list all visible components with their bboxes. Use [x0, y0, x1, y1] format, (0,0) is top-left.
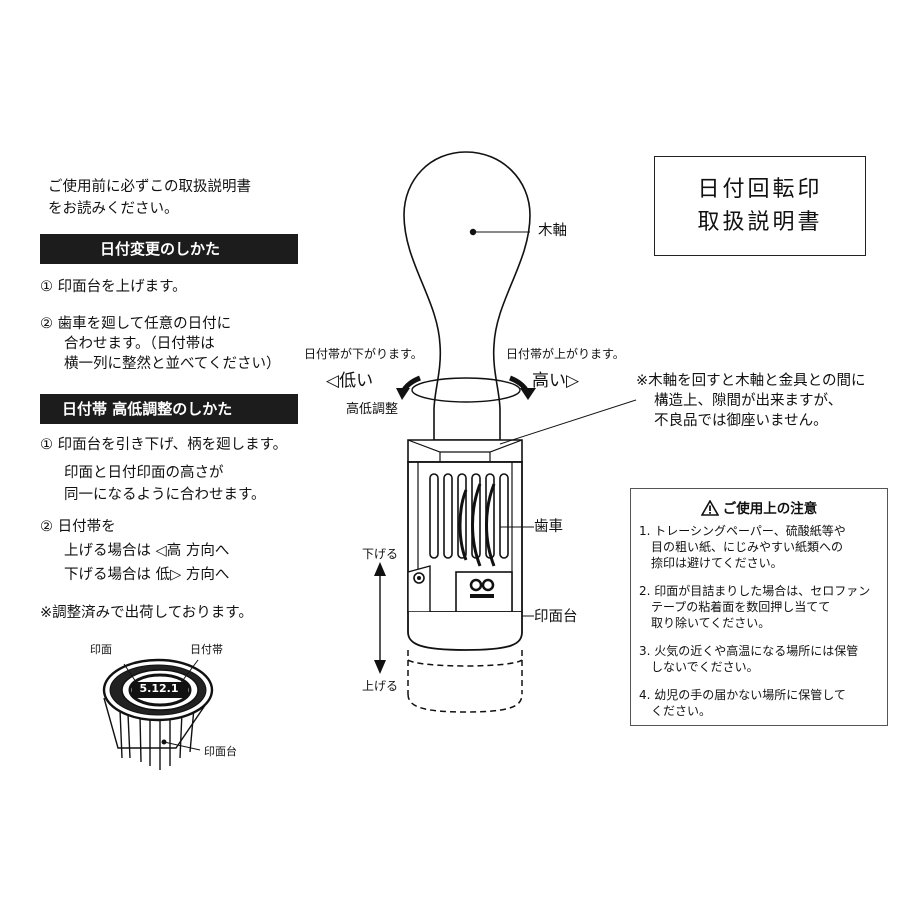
stamp-face-illustration [102, 658, 214, 770]
section1-step2-line1: ② 歯車を廻して任意の日付に [40, 316, 232, 332]
section2-step1-line3: 同一になるように合わせます。 [64, 487, 266, 503]
manual-title-box: 日付回転印 取扱説明書 [654, 156, 866, 256]
notice-item-1-line-2: 目の粗い紙、にじみやすい紙類への [651, 540, 844, 554]
warning-line-3: 不良品では御座いません。 [654, 413, 828, 429]
label-wood-handle: 木軸 [538, 223, 567, 239]
manual-title-line-2: 取扱説明書 [697, 210, 823, 235]
notice-item-1-line-3: 捺印は避けてください。 [651, 556, 783, 570]
notice-item-3-line-1: 3. 火気の近くや高温になる場所には保管 [639, 644, 859, 658]
section2-step1-line1: ① 印面台を引き下げ、柄を廻します。 [40, 437, 288, 453]
label-stamp-face: 印面 [90, 643, 112, 656]
warning-line-1: ※木軸を回すと木軸と金具との間に [636, 373, 866, 389]
label-high: 高い▷ [532, 371, 580, 391]
section2-note: ※調整済みで出荷しております。 [40, 605, 253, 621]
label-band-up: 日付帯が上がります。 [506, 347, 625, 361]
notice-item-3-line-2: しないでください。 [651, 660, 759, 674]
notice-item-1-line-1: 1. トレーシングペーパー、硫酸紙等や [639, 524, 846, 538]
intro-line-1: ご使用前に必ずこの取扱説明書 [48, 179, 251, 195]
notice-item-2-line-1: 2. 印面が目詰まりした場合は、セロファン [639, 584, 871, 598]
label-band-down: 日付帯が下がります。 [304, 347, 423, 361]
section1-step1: ① 印面台を上げます。 [40, 279, 187, 295]
label-date-band-small: 日付帯 [190, 643, 223, 656]
warning-line-2: 構造上、隙間が出来ますが、 [654, 393, 843, 409]
label-low: ◁低い [326, 371, 374, 391]
section2-step2-line3: 下げる場合は 低▷ 方向へ [64, 567, 230, 583]
label-stamp-base: 印面台 [534, 609, 578, 625]
intro-line-2: をお読みください。 [48, 201, 179, 217]
manual-title-line-1: 日付回転印 [697, 177, 823, 202]
notice-item-4-line-2: ください。 [651, 704, 712, 718]
section-heading-date-change: 日付変更のしかた [40, 234, 298, 264]
section1-step2-line2: 合わせます。（日付帯は [64, 336, 215, 352]
label-stamp-base-small: 印面台 [204, 745, 237, 758]
notice-heading-text: ご使用上の注意 [722, 501, 818, 517]
notice-heading: ご使用上の注意 [631, 497, 887, 517]
label-lower: 下げる [362, 547, 399, 561]
label-gear: 歯車 [534, 519, 563, 535]
label-raise: 上げる [362, 679, 399, 693]
section2-step1-line2: 印面と日付印面の高さが [64, 465, 224, 481]
rotation-ring [411, 377, 521, 403]
warning-triangle-icon [700, 499, 720, 516]
section-heading-height-adjust: 日付帯 高低調整のしかた [40, 394, 298, 424]
usage-notice-box: ご使用上の注意 1. トレーシングペーパー、硫酸紙等や 目の粗い紙、にじみやすい… [630, 488, 888, 726]
notice-item-4-line-1: 4. 幼児の手の届かない場所に保管して [639, 688, 846, 702]
stamp-base-solid [407, 612, 523, 651]
notice-item-2-line-2: テープの粘着面を数回押し当てて [651, 600, 831, 614]
notice-item-2-line-3: 取り除いてください。 [651, 616, 771, 630]
section2-step2-line1: ② 日付帯を [40, 519, 116, 535]
label-height-adjust: 高低調整 [346, 402, 399, 417]
section2-step2-line2: 上げる場合は ◁高 方向へ [64, 543, 230, 559]
stamp-face-date: 5.12.1 [139, 682, 179, 695]
stamp-base-lowered-dashed [407, 650, 523, 713]
section1-step2-line3: 横一列に整然と並べてください） [64, 356, 281, 372]
